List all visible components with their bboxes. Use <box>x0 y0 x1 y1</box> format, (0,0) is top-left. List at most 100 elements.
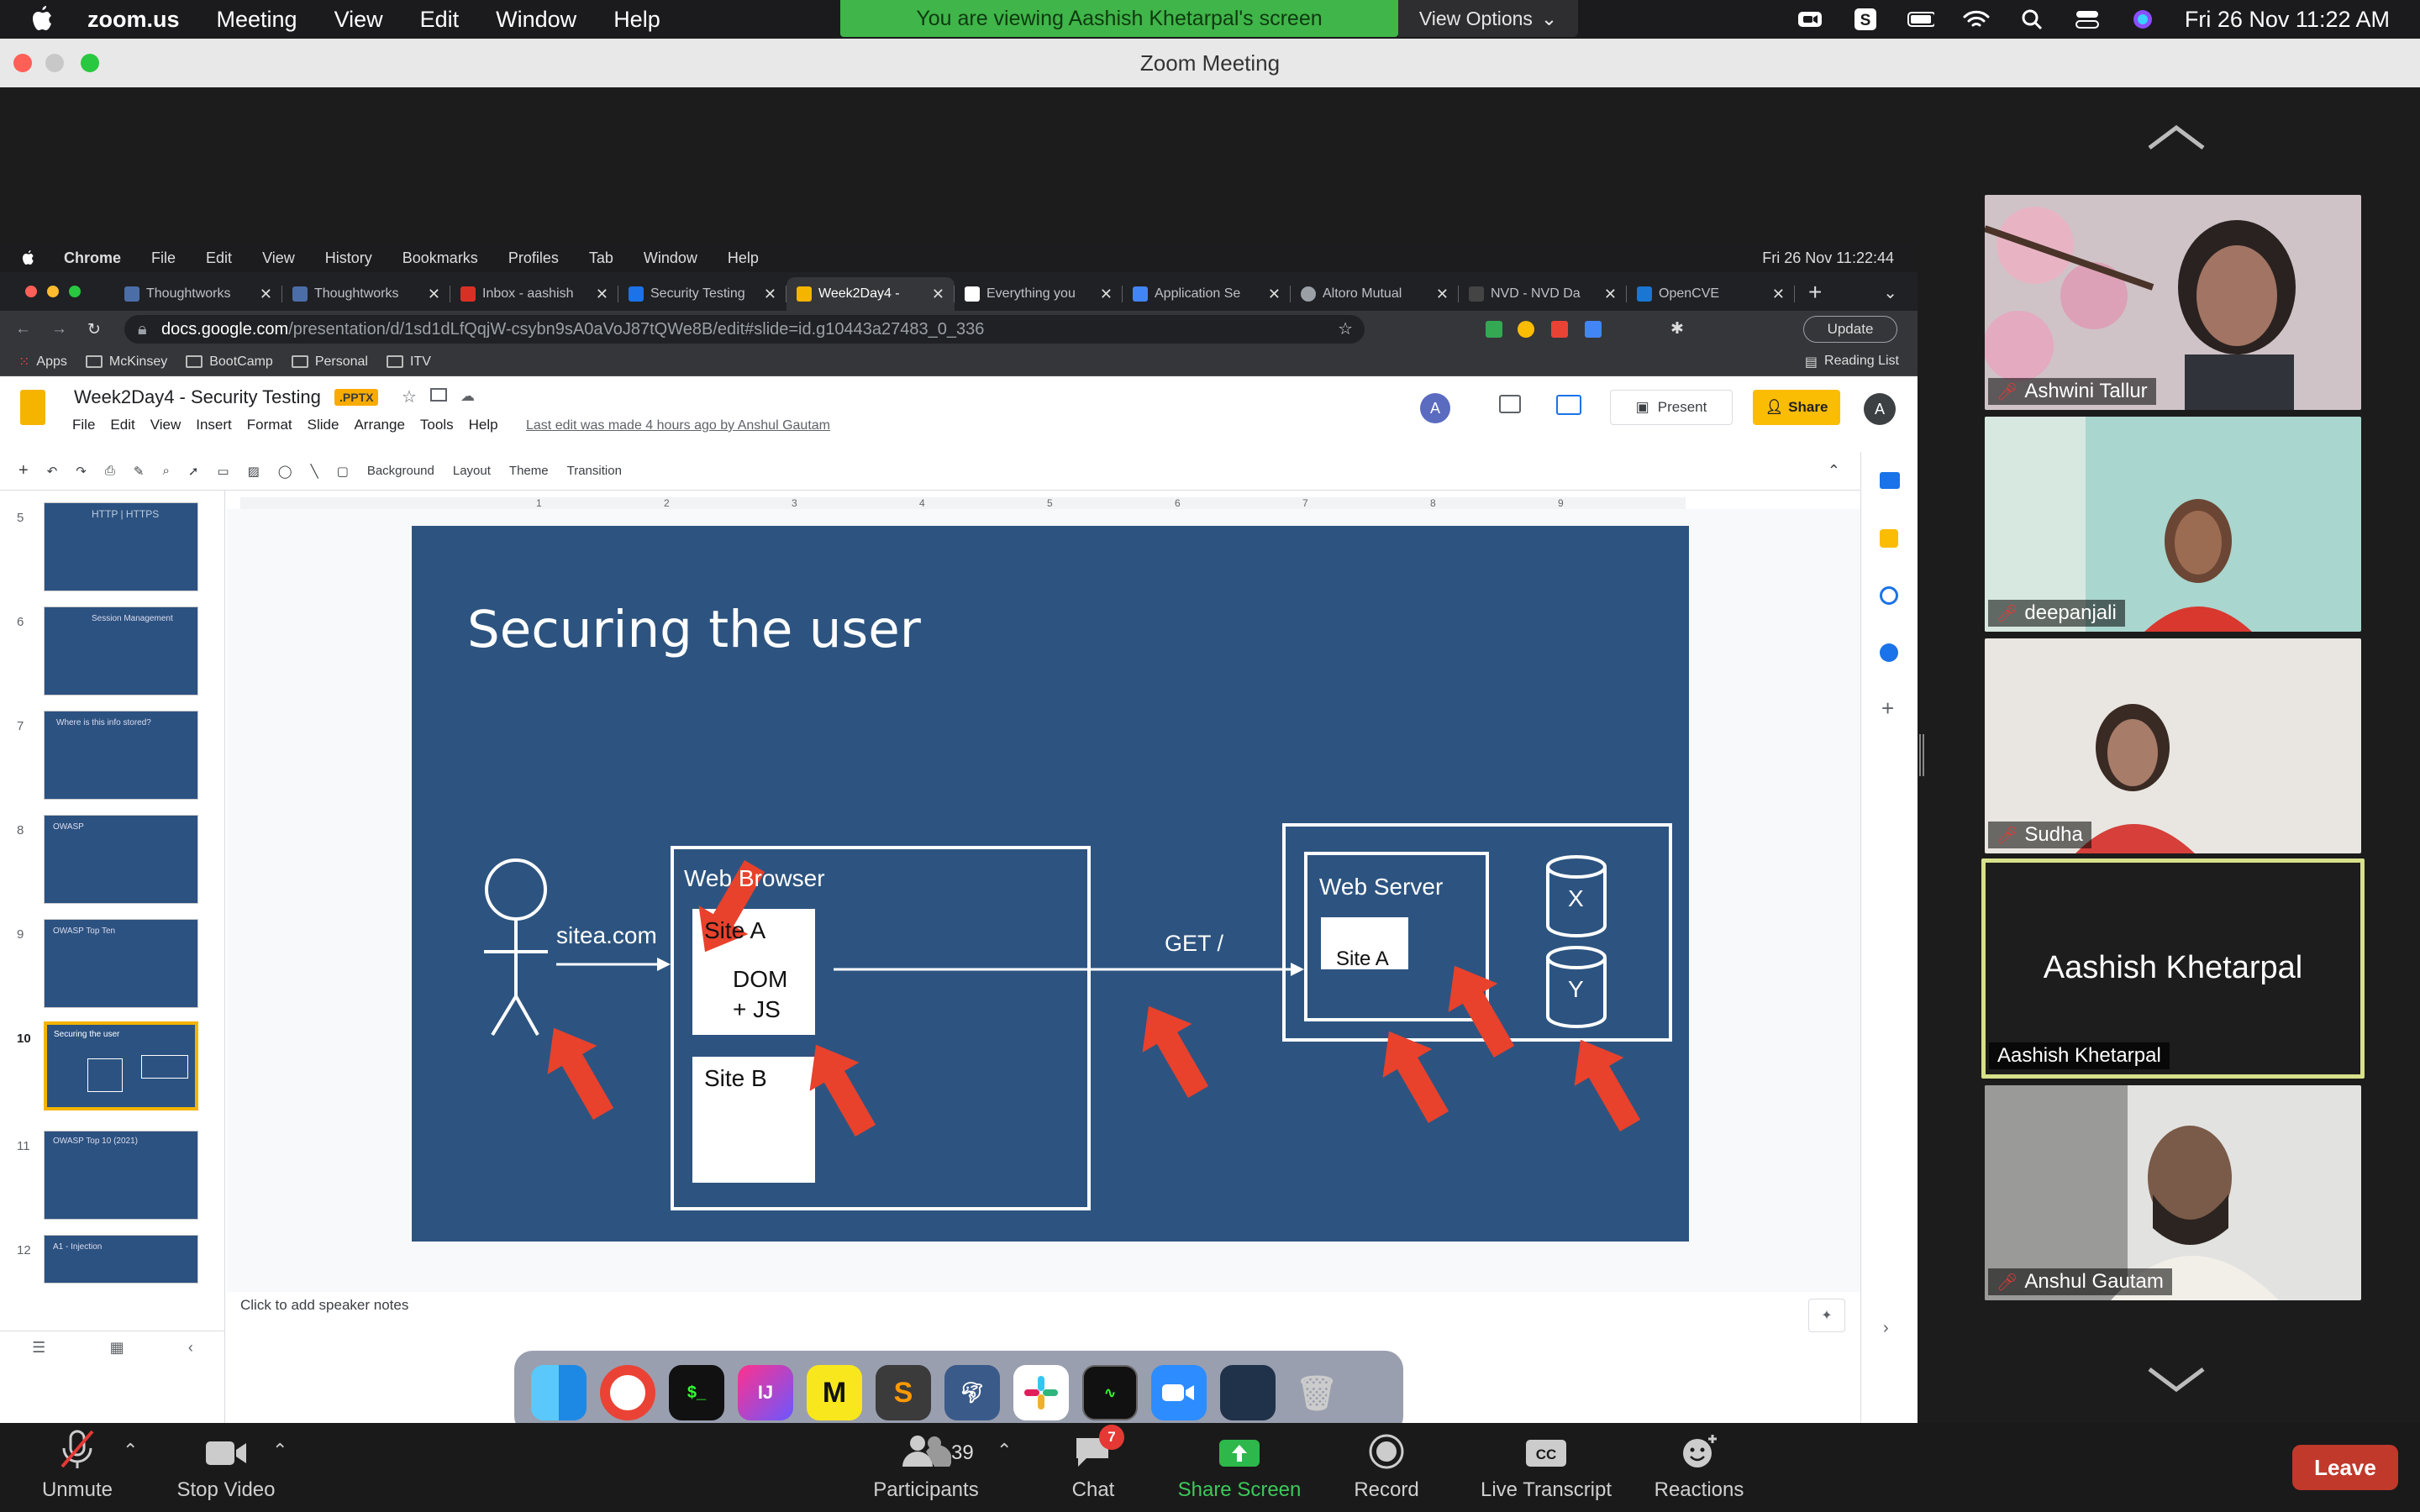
scroll-up-chevron-icon[interactable] <box>2144 121 2208 155</box>
thumbnail-number: 12 <box>17 1243 31 1257</box>
thumbnail-number: 9 <box>17 927 24 942</box>
reading-list-icon: ▤ <box>1804 354 1818 370</box>
thumbnail-title: OWASP <box>53 822 84 832</box>
bookmark-folder: Personal <box>291 354 368 370</box>
slides-logo-icon <box>20 390 45 425</box>
keep-icon <box>1880 529 1898 548</box>
chrome-icon <box>600 1365 655 1420</box>
apps-grid-icon: ⁙ <box>18 354 30 370</box>
menu-view[interactable]: View <box>334 6 383 32</box>
zoom-status-icon[interactable] <box>1797 8 1823 30</box>
participants-button[interactable]: Participants <box>865 1423 986 1512</box>
folder-icon <box>186 355 203 368</box>
site-favicon-icon <box>965 286 980 302</box>
participant-video-tile[interactable]: 🎤︎Sudha <box>1985 638 2361 853</box>
menu-window[interactable]: Window <box>496 6 577 32</box>
shape-icon: ◯ <box>277 464 292 479</box>
gallery-resize-handle[interactable] <box>1919 734 1924 776</box>
person-add-icon: 👤︎ <box>1765 399 1784 415</box>
gmail-favicon-icon <box>460 286 476 302</box>
forward-icon: → <box>51 320 67 338</box>
slides-menu-edit: Edit <box>110 417 135 433</box>
battery-icon[interactable] <box>1907 8 1934 30</box>
participant-video-tile[interactable]: 🎤︎Anshul Gautam <box>1985 1085 2361 1300</box>
terminal-icon: $_ <box>669 1365 724 1420</box>
bookmark-label: BootCamp <box>209 354 273 369</box>
participants-chevron-icon[interactable]: ⌃ <box>997 1440 1013 1461</box>
thoughtworks-favicon-icon <box>124 286 139 302</box>
browser-tab-active: Week2Day4 -✕ <box>786 277 955 311</box>
control-center-icon[interactable] <box>2074 8 2101 30</box>
shared-mac-menubar: Chrome File Edit View History Bookmarks … <box>0 244 1918 272</box>
lock-icon: 🔒︎ <box>138 320 147 339</box>
video-options-chevron-icon[interactable]: ⌃ <box>272 1440 288 1461</box>
active-speaker-tile[interactable]: Aashish Khetarpal Aashish Khetarpal <box>1981 858 2365 1079</box>
browser-tab: Security Testing✕ <box>618 277 786 311</box>
participant-video-tile[interactable]: 🎤︎Ashwini Tallur <box>1985 195 2361 410</box>
tab-search-chevron-icon: ⌄ <box>1883 284 1897 302</box>
chat-button[interactable]: Chat <box>1060 1423 1126 1512</box>
menubar-clock[interactable]: Fri 26 Nov 11:22 AM <box>2184 6 2390 32</box>
unmute-button[interactable]: Unmute <box>37 1423 118 1512</box>
stop-video-button[interactable]: Stop Video <box>173 1423 279 1512</box>
request-arrowhead <box>657 958 671 971</box>
web-server-label: Web Server <box>1319 874 1444 900</box>
ruler-mark: 7 <box>1302 497 1308 509</box>
comments-icon <box>1499 395 1521 413</box>
record-icon <box>1369 1434 1404 1469</box>
close-window-button[interactable] <box>13 54 32 72</box>
live-transcript-button[interactable]: CC Live Transcript <box>1469 1423 1623 1512</box>
thumbnail-number: 11 <box>17 1139 30 1153</box>
share-screen-button[interactable]: Share Screen <box>1168 1423 1311 1512</box>
zoom-window-titlebar: Zoom Meeting <box>0 39 2420 87</box>
meet-present-icon <box>1556 395 1581 415</box>
chrome-toolbar: ← → ↻ 🔒︎ docs.google.com/presentation/d/… <box>0 311 1918 348</box>
sitea-request-label: sitea.com <box>556 922 657 948</box>
thumbnail-title: Where is this info stored? <box>56 718 151 727</box>
tab-title: Thoughtworks <box>314 286 399 301</box>
get-request-label: GET / <box>1165 931 1224 956</box>
siri-icon[interactable] <box>2129 8 2156 30</box>
shared-menu-help: Help <box>727 249 759 266</box>
wifi-icon[interactable] <box>1963 8 1990 30</box>
menu-edit[interactable]: Edit <box>419 6 460 32</box>
zoom-window-button[interactable] <box>81 54 99 72</box>
participant-video <box>1985 638 2361 853</box>
share-button: 👤︎Share <box>1753 390 1840 425</box>
ruler-mark: 9 <box>1558 497 1564 509</box>
record-button[interactable]: Record <box>1346 1423 1427 1512</box>
audio-options-chevron-icon[interactable]: ⌃ <box>123 1440 139 1461</box>
s-app-icon[interactable]: S <box>1852 8 1879 30</box>
menu-meeting[interactable]: Meeting <box>216 6 297 32</box>
apple-icon[interactable] <box>29 5 55 34</box>
record-label: Record <box>1354 1478 1419 1501</box>
svg-text:S: S <box>1860 12 1871 29</box>
bookmark-star-icon: ☆ <box>1338 320 1353 339</box>
reactions-label: Reactions <box>1654 1478 1744 1501</box>
bookmarks-bar: ⁙Apps McKinsey BootCamp Personal ITV ▤Re… <box>0 348 1918 376</box>
menu-help[interactable]: Help <box>613 6 660 32</box>
star-icon: ☆ <box>402 388 417 407</box>
shared-screen[interactable]: Chrome File Edit View History Bookmarks … <box>0 244 1918 1443</box>
muted-mic-icon: 🎤︎ <box>1996 826 2018 845</box>
globe-icon <box>1301 286 1316 302</box>
minimize-window-button[interactable] <box>45 54 64 72</box>
participants-icon <box>902 1436 951 1467</box>
web-browser-box <box>671 846 1091 1210</box>
menu-app-name[interactable]: zoom.us <box>87 6 180 32</box>
muted-mic-icon: 🎤︎ <box>1996 1273 2018 1292</box>
slide-thumbnail: A1 - Injection <box>44 1235 198 1284</box>
view-options-button[interactable]: View Options⌄ <box>1398 0 1578 37</box>
present-label: Present <box>1657 399 1707 415</box>
reactions-button[interactable]: Reactions <box>1647 1423 1751 1512</box>
select-cursor-icon: ➚ <box>187 464 199 479</box>
search-icon[interactable] <box>2018 8 2045 30</box>
db-y-label: Y <box>1568 976 1584 1002</box>
leave-button[interactable]: Leave <box>2292 1445 2398 1490</box>
slide-diagram <box>484 823 1672 1210</box>
scroll-down-chevron-icon[interactable] <box>2144 1362 2208 1396</box>
participant-video-tile[interactable]: 🎤︎deepanjali <box>1985 417 2361 632</box>
sublime-icon: S <box>876 1365 931 1420</box>
screen-share-banner: You are viewing Aashish Khetarpal's scre… <box>840 0 1398 37</box>
comment-icon: ▢ <box>336 464 349 479</box>
